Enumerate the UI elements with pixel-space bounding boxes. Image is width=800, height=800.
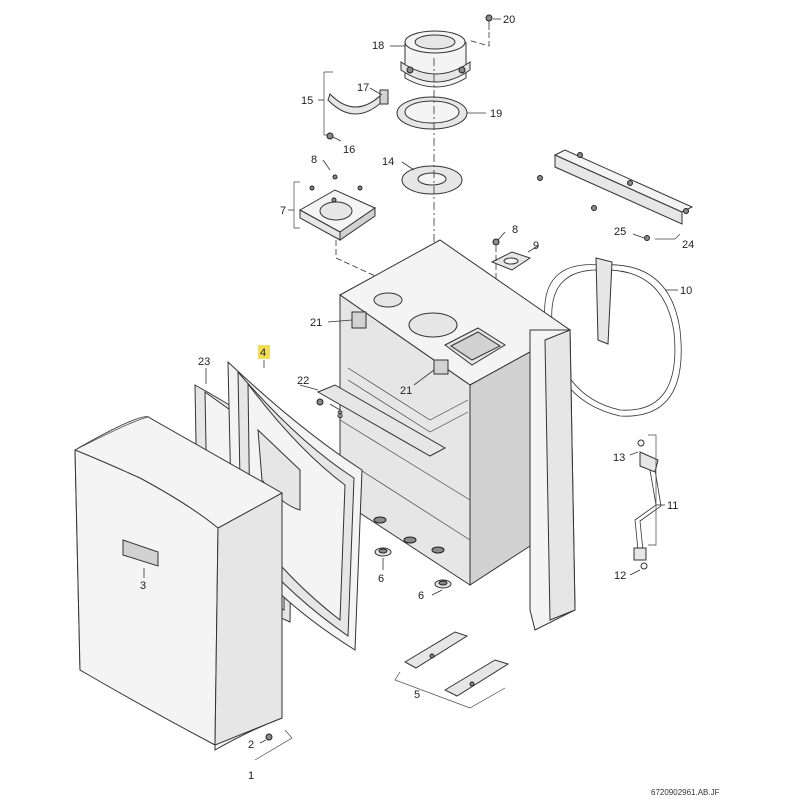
callout-12: 12: [614, 570, 626, 582]
wall-bracket-24: [537, 149, 694, 241]
gasket-14: [401, 161, 463, 195]
callout-8-top: 8: [311, 154, 317, 166]
callout-13: 13: [613, 452, 625, 464]
screw-16: [326, 132, 342, 142]
callout-21-upper: 21: [310, 317, 322, 329]
hinge-5: [394, 631, 510, 709]
gas-hose-11: [629, 434, 665, 576]
seal-4: [227, 360, 363, 651]
callout-6-left: 6: [378, 573, 384, 585]
callout-2: 2: [248, 739, 254, 751]
front-casing-3: [74, 416, 283, 751]
callout-7: 7: [280, 205, 286, 217]
callout-8-right: 8: [512, 224, 518, 236]
callout-4-highlight: [258, 345, 270, 359]
callout-4: 4: [260, 347, 266, 359]
callout-1: 1: [248, 770, 254, 782]
screw-2: [254, 729, 293, 761]
callout-5: 5: [414, 689, 420, 701]
gasket-19: [396, 96, 486, 130]
callout-23: 23: [198, 356, 210, 368]
boiler-chassis: [327, 239, 576, 631]
callout-19: 19: [490, 108, 502, 120]
callout-25: 25: [614, 226, 626, 238]
flue-adapter-18: [390, 30, 471, 88]
callout-10: 10: [680, 285, 692, 297]
grommet-6a: [374, 547, 392, 570]
callout-16: 16: [343, 144, 355, 156]
callout-15: 15: [301, 95, 313, 107]
callout-24: 24: [682, 239, 694, 251]
callout-17: 17: [357, 82, 369, 94]
callout-14: 14: [382, 156, 394, 168]
clamp-15: [318, 71, 389, 136]
grommet-6b: [431, 579, 452, 596]
callout-9: 9: [533, 240, 539, 252]
callout-22: 22: [297, 375, 309, 387]
screw-20: [467, 14, 501, 47]
drawing-code: 6720902961.AB.JF: [651, 788, 720, 797]
callout-20: 20: [503, 14, 515, 26]
callout-21-lower: 21: [400, 385, 412, 397]
callout-11: 11: [667, 500, 678, 512]
callout-18: 18: [372, 40, 384, 52]
fan-flange-7: [288, 159, 411, 293]
cable-loop-10: [544, 257, 682, 417]
callout-3: 3: [140, 580, 146, 592]
bracket-22: [299, 384, 447, 457]
callout-6-right: 6: [418, 590, 424, 602]
callout-8-mid: 8: [337, 409, 343, 421]
